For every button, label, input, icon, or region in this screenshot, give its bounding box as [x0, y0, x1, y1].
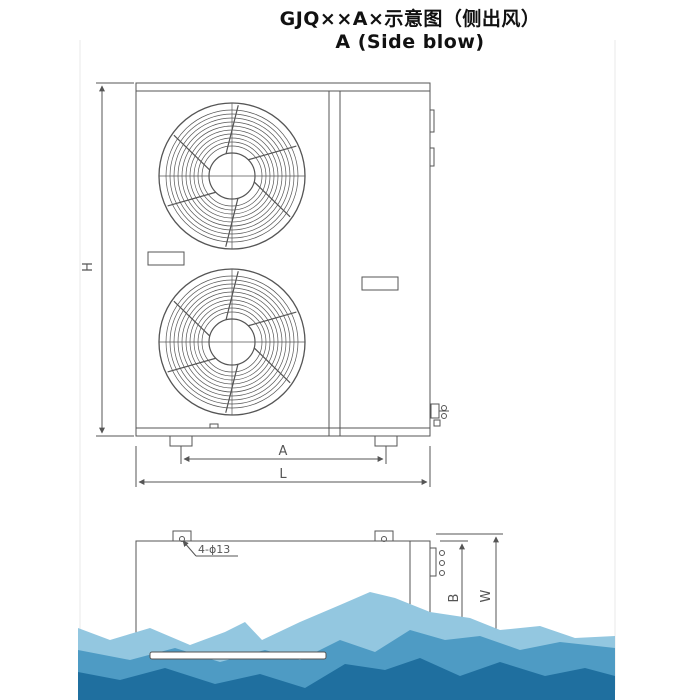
height-label: H — [81, 262, 96, 272]
mounting-bracket-top-left — [172, 530, 192, 542]
mountain-dark-layer — [78, 658, 615, 700]
hole-callout-leader — [182, 540, 197, 557]
mountain-landscape — [78, 592, 615, 700]
drain-plug — [209, 423, 219, 429]
dimension-height — [96, 82, 134, 437]
length-label: L — [279, 467, 287, 482]
foot-right — [374, 435, 398, 447]
foot-left — [169, 435, 193, 447]
fan-grille-lower — [158, 268, 306, 416]
hole-callout: 4-ϕ13 — [198, 543, 230, 556]
dimension-foot-span — [180, 446, 387, 464]
foot-depth-label: B — [447, 594, 462, 603]
fan-grille-upper — [158, 102, 306, 250]
side-fitting-upper — [429, 109, 435, 133]
coil-grille-edge — [149, 651, 327, 660]
diagram-subtitle: A (Side blow) — [335, 31, 485, 53]
depth-label: W — [479, 589, 494, 602]
diagram-title: GJQ××A×示意图（侧出风） — [279, 8, 541, 30]
service-panel-label — [361, 276, 399, 291]
side-fitting-middle — [429, 147, 435, 167]
nameplate-label — [147, 251, 185, 266]
mounting-bracket-top-right — [374, 530, 394, 542]
foot-span-label: A — [279, 444, 288, 459]
dimension-length — [135, 446, 431, 487]
service-valve — [430, 403, 449, 427]
front-view — [135, 82, 449, 447]
